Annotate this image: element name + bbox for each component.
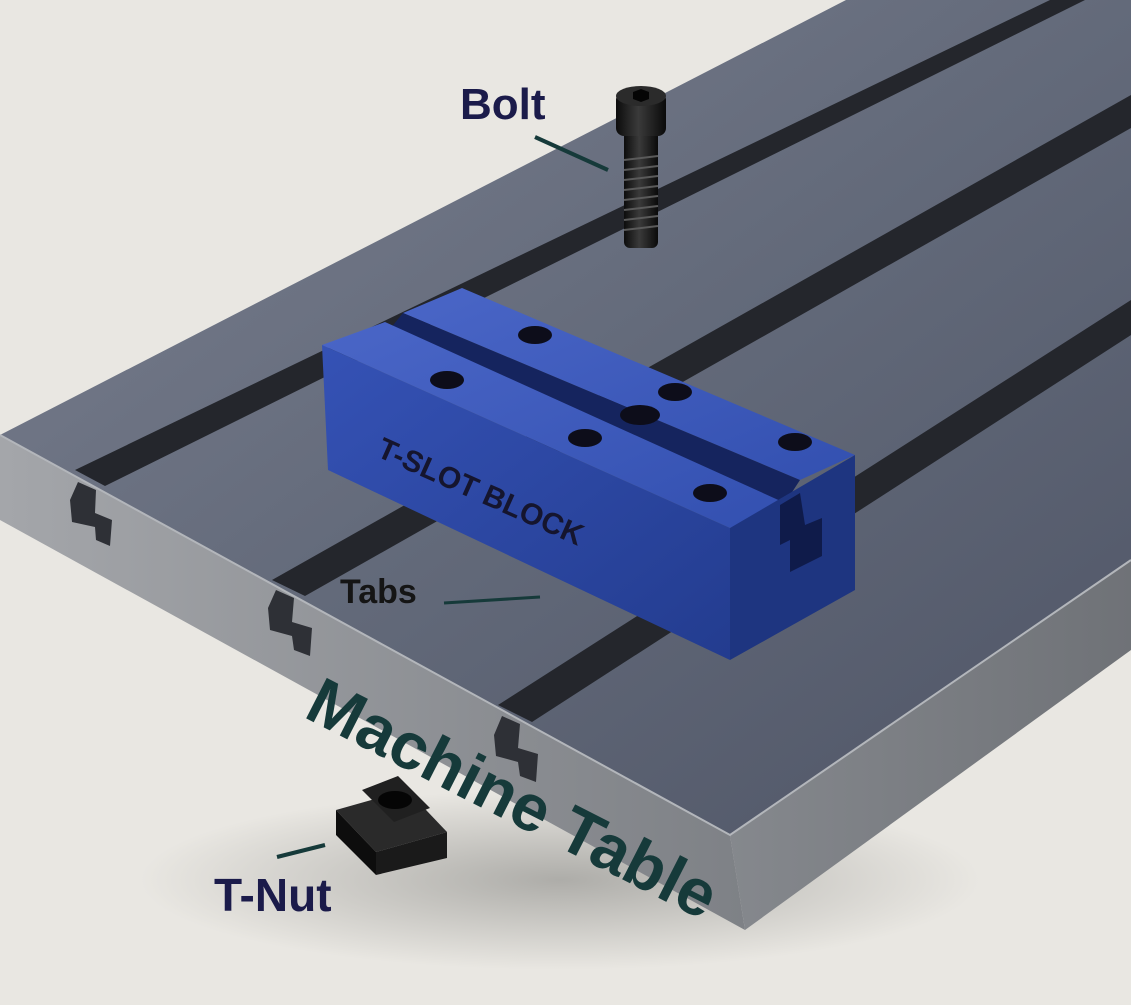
bolt-hex-socket [633,89,649,102]
block-hole [778,433,812,451]
bolt [616,86,666,248]
t-nut-hole [378,791,412,809]
t-nut-leader-line [276,843,326,859]
block-center-hole [620,405,660,425]
bolt-label: Bolt [460,80,546,129]
t-nut-label: T-Nut [214,869,332,921]
block-end-t-slot [780,493,822,572]
t-slot-block [322,288,855,660]
block-top-back [403,288,855,480]
block-hole [518,326,552,344]
block-hole [568,429,602,447]
block-hole [693,484,727,502]
block-slot [385,313,800,503]
block-hole [658,383,692,401]
tabs-leader-line [443,595,541,605]
machine-table-front-face [0,435,745,930]
tabs-label: Tabs [340,573,417,611]
bolt-leader-line [534,135,609,172]
t-nut [336,776,447,875]
block-hole [430,371,464,389]
block-front-face [322,345,730,660]
machine-table-right-face [730,560,1131,930]
